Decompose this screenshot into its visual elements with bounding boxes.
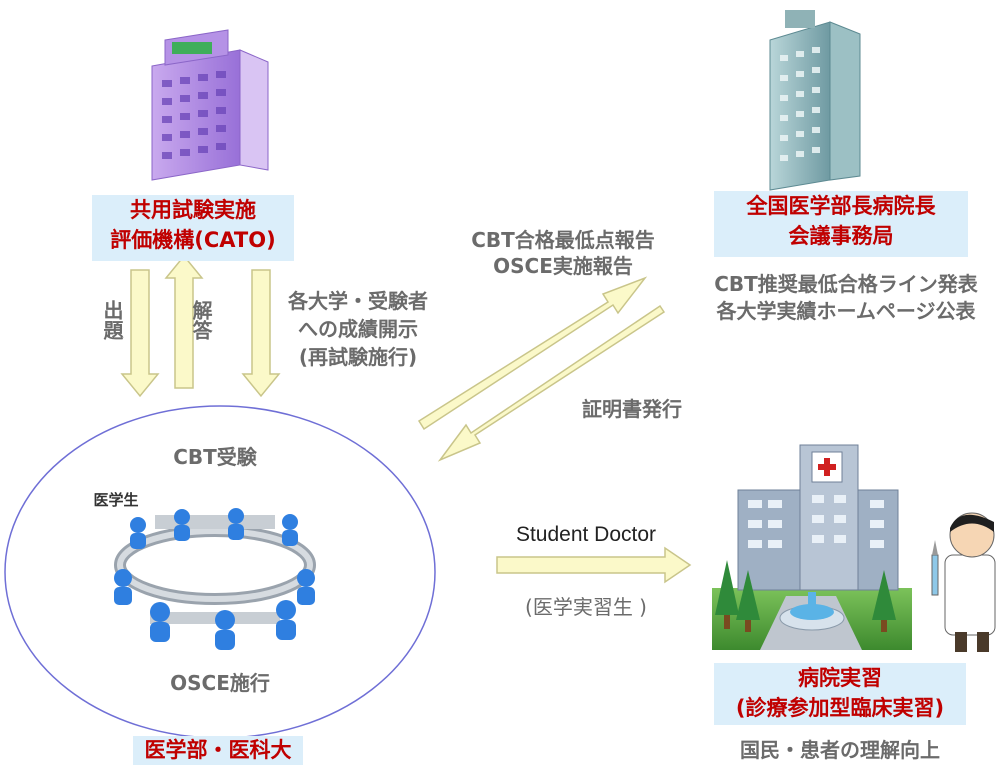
student-doctor-label: Student Doctor — [515, 523, 657, 546]
grades-label: 各大学・受験者 への成績開示 (再試験施行) — [268, 287, 448, 371]
cato-line2: 評価機構(CATO) — [110, 228, 276, 252]
grades-line1: 各大学・受験者 — [288, 289, 428, 313]
grades-line3: (再試験施行) — [298, 345, 418, 369]
grades-line2: への成績開示 — [298, 317, 418, 341]
hospital-training-box: 病院実習 (診療参加型臨床実習) — [714, 663, 966, 725]
question-label: 出題 — [98, 300, 124, 340]
student-doctor-jp-label: (医学実習生 ) — [525, 595, 647, 619]
students-table-icon — [114, 508, 316, 650]
council-line2: 会議事務局 — [788, 224, 894, 248]
arrow-student-doctor — [496, 546, 692, 584]
students-label: 医学生 — [93, 491, 139, 509]
report-label: CBT合格最低点報告 OSCE実施報告 — [428, 227, 698, 279]
cato-line1: 共用試験実施 — [130, 198, 256, 222]
osce-label: OSCE施行 — [170, 671, 270, 695]
university-box: 医学部・医科大 — [133, 736, 303, 765]
question-text: 出題 — [100, 300, 124, 340]
cato-building-icon — [151, 29, 269, 181]
council-box: 全国医学部長病院長 会議事務局 — [714, 191, 968, 257]
council-line1: 全国医学部長病院長 — [746, 194, 936, 218]
answer-label: 解答 — [187, 300, 213, 340]
arrow-down-grades — [241, 269, 281, 398]
council-description: CBT推奨最低合格ライン発表 各大学実績ホームページ公表 — [686, 271, 1006, 325]
hospital-training-line2: (診療参加型臨床実習) — [735, 696, 945, 720]
hospital-icon — [712, 444, 912, 650]
arrow-report — [417, 276, 648, 431]
answer-text: 解答 — [189, 300, 213, 340]
report-line2: OSCE実施報告 — [493, 254, 633, 278]
cbt-exam-label: CBT受験 — [173, 445, 257, 469]
arrow-certificate — [437, 304, 666, 462]
certificate-label: 証明書発行 — [582, 397, 682, 421]
council-desc-line2: 各大学実績ホームページ公表 — [716, 299, 976, 323]
public-understanding-label: 国民・患者の理解向上 — [740, 738, 940, 762]
hospital-training-line1: 病院実習 — [798, 666, 882, 690]
council-desc-line1: CBT推奨最低合格ライン発表 — [714, 272, 978, 296]
cato-box: 共用試験実施 評価機構(CATO) — [92, 195, 294, 261]
report-line1: CBT合格最低点報告 — [471, 228, 655, 252]
arrow-down-question — [120, 269, 160, 398]
university-text: 医学部・医科大 — [144, 738, 292, 762]
council-building-icon — [769, 10, 861, 191]
doctor-icon — [931, 512, 996, 652]
